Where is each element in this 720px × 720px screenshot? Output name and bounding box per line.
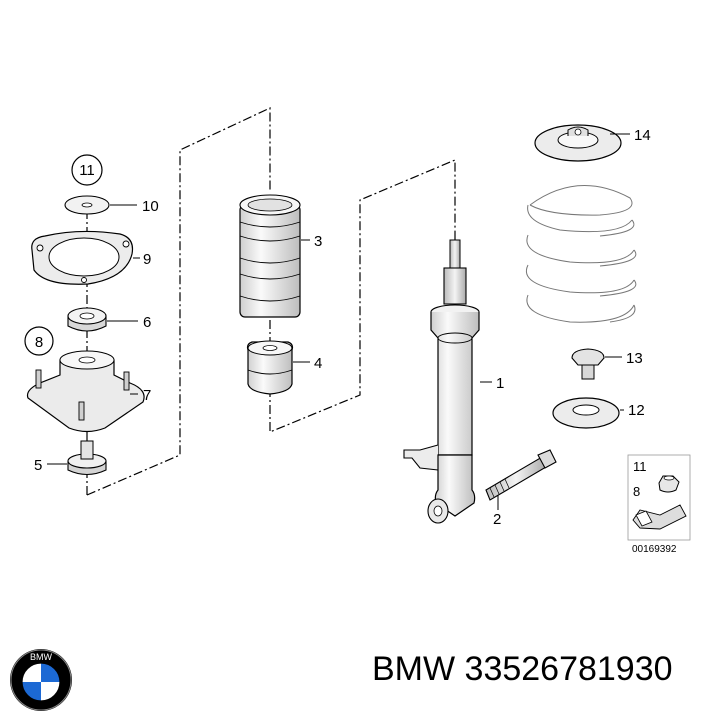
part-6-bushing: 6: [67, 307, 151, 332]
svg-text:9: 9: [143, 251, 151, 268]
svg-text:8: 8: [633, 484, 640, 499]
svg-text:6: 6: [143, 314, 151, 331]
part-1-shock-absorber: 1: [403, 239, 504, 524]
svg-text:13: 13: [626, 350, 643, 367]
svg-text:8: 8: [35, 334, 43, 351]
part-8: 8: [24, 326, 54, 356]
part-9-gasket: 9: [31, 230, 151, 285]
svg-text:10: 10: [142, 198, 159, 215]
part-13-bump-cap: 13: [571, 348, 643, 380]
svg-text:5: 5: [34, 457, 42, 474]
svg-text:2: 2: [493, 511, 501, 528]
coil-spring: [526, 185, 637, 323]
fastener-inset: 11 8: [627, 454, 691, 541]
svg-text:14: 14: [634, 127, 651, 144]
part-11: 11: [71, 154, 103, 186]
svg-text:11: 11: [79, 162, 95, 179]
reference-number: 00169392: [632, 544, 677, 555]
part-2-bolt: 2: [485, 449, 557, 528]
part-3-dust-boot: 3: [239, 194, 322, 318]
part-7-strut-mount: 7: [26, 350, 151, 433]
logo-lettering: BMW: [30, 652, 53, 662]
svg-text:4: 4: [314, 355, 322, 372]
svg-text:1: 1: [496, 375, 504, 392]
part-5-nut: 5: [34, 440, 107, 476]
part-4-bump-stop: 4: [246, 340, 322, 395]
bmw-logo-icon: BMW: [10, 649, 72, 711]
part-number: BMW 33526781930: [372, 650, 673, 688]
part-10-washer: 10: [64, 195, 159, 215]
svg-text:12: 12: [628, 402, 645, 419]
svg-text:7: 7: [143, 387, 151, 404]
svg-text:11: 11: [633, 459, 647, 474]
svg-text:3: 3: [314, 233, 322, 250]
part-14-spring-seat: 14: [534, 124, 651, 162]
part-12-lower-seat: 12: [552, 397, 645, 429]
